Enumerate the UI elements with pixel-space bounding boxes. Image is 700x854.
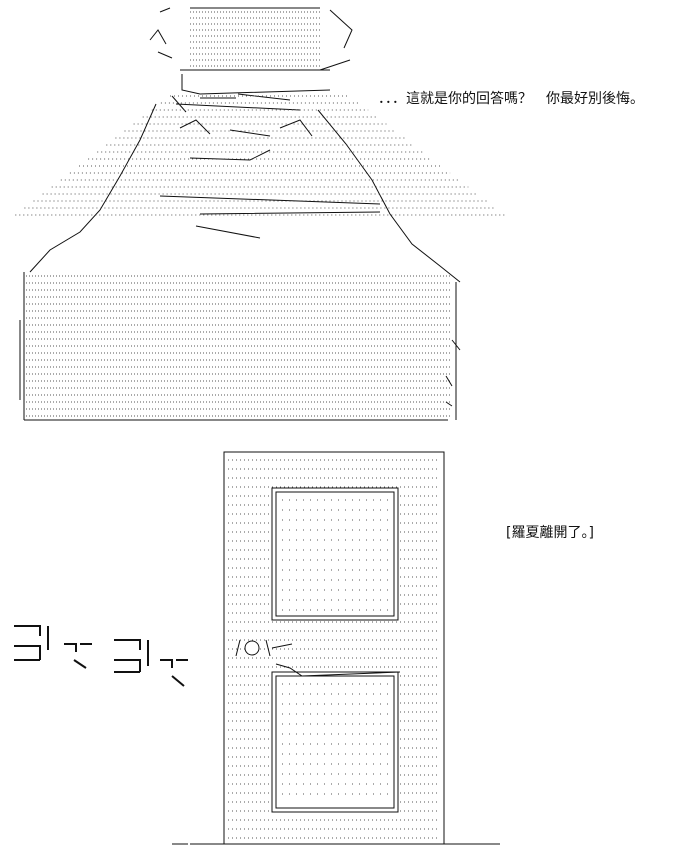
figure-robe-outline — [29, 103, 461, 283]
figure-robe-details — [159, 119, 381, 239]
hooded-figure-art — [15, 7, 505, 421]
figure-base-edge — [19, 320, 461, 407]
sfx-right-small-glyph — [160, 659, 188, 687]
door-lower-panel — [271, 671, 399, 813]
figure-cap-outline — [149, 7, 353, 71]
sound-effect-art — [14, 625, 188, 687]
door-lower-panel-inner — [275, 675, 395, 809]
dialogue-text: ．．．這就是你的回答嗎？ 你最好別後悔。 — [378, 91, 644, 107]
figure-neck-outline — [171, 74, 331, 113]
narration-text: [羅夏離開了。] — [506, 525, 594, 541]
door-upper-panel-inner — [275, 491, 395, 617]
sfx-right-glyph — [114, 639, 149, 673]
figure-base-outline — [23, 272, 457, 421]
door-handle-lines — [235, 639, 401, 677]
sfx-left-small-glyph — [64, 643, 92, 669]
sfx-left-glyph — [14, 625, 49, 661]
door-knob — [244, 640, 260, 656]
door-upper-panel — [271, 487, 399, 621]
door-art — [172, 451, 500, 845]
